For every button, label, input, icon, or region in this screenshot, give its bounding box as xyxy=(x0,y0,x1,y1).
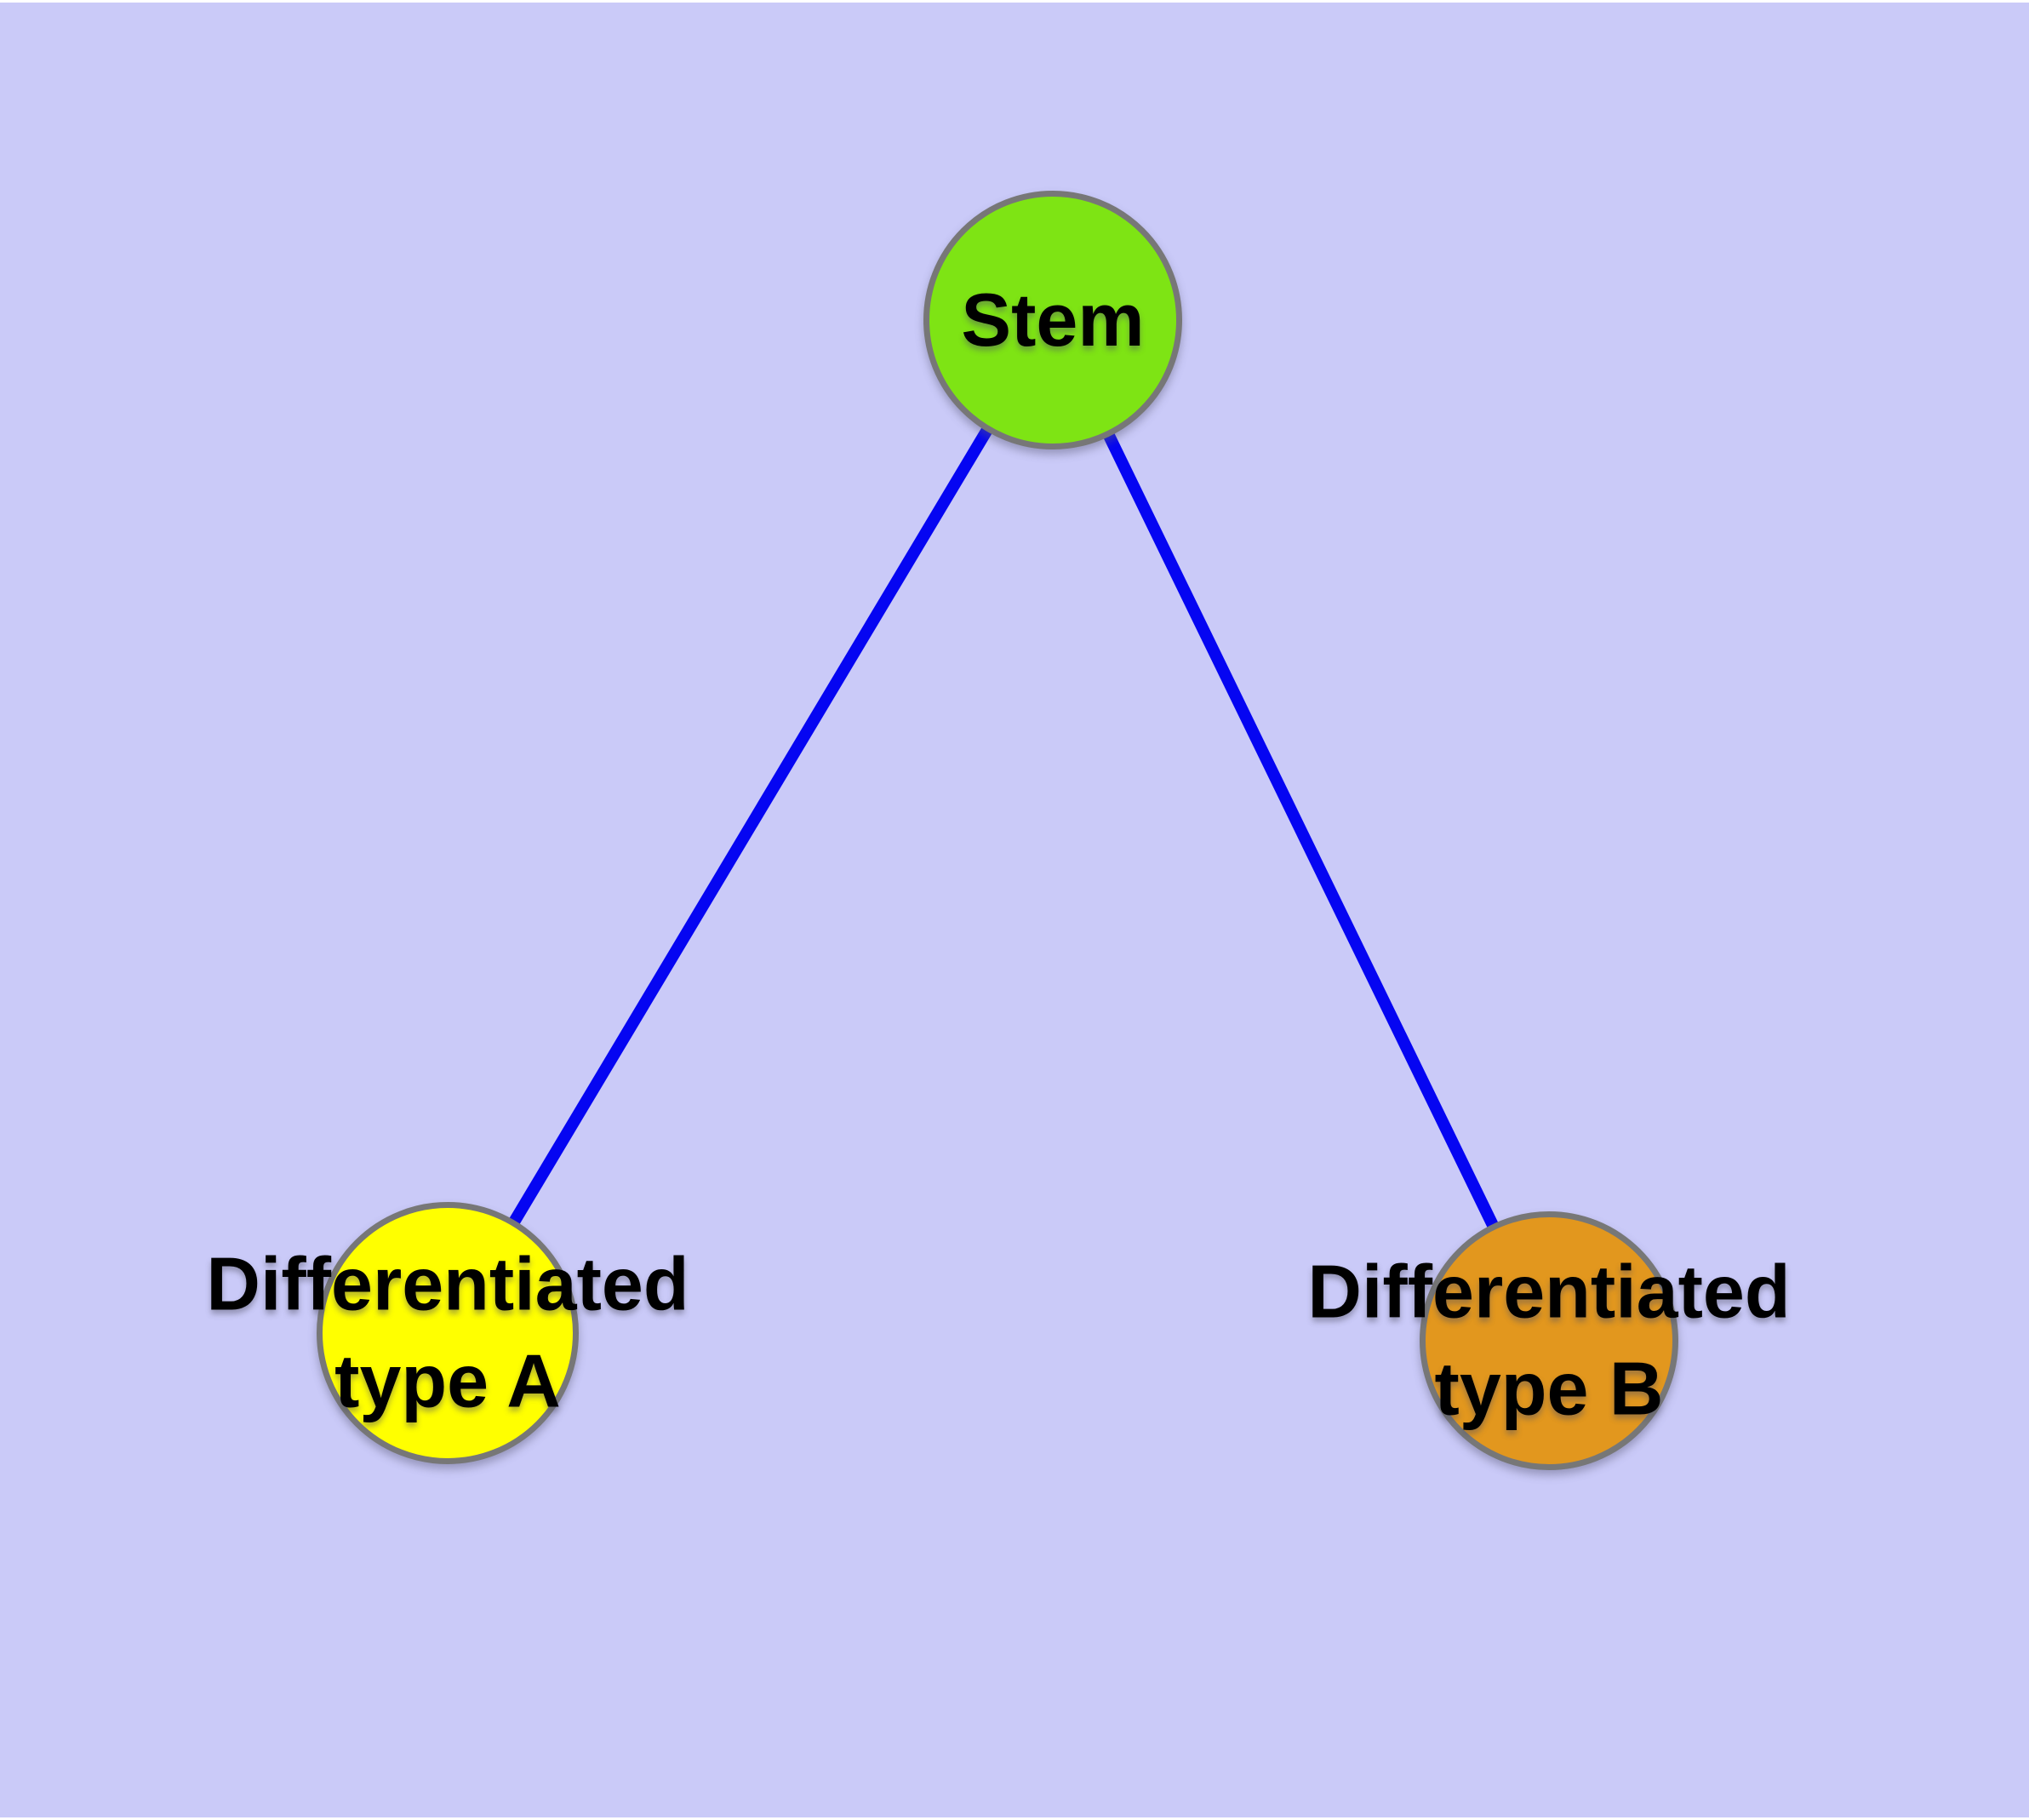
stem-label: Stem xyxy=(961,277,1145,362)
edges-layer xyxy=(442,317,1555,1344)
differentiated-type-b-circle xyxy=(1420,1211,1678,1470)
stem-circle xyxy=(923,191,1182,449)
differentiated-type-b-label: Differentiated type B xyxy=(1307,1249,1791,1431)
diagram-canvas: Stem Differentiated type A Differentiate… xyxy=(0,3,2029,1817)
edge-stem-to-diff-b xyxy=(1047,317,1555,1344)
differentiated-type-a-circle xyxy=(317,1202,579,1464)
edge-stem-to-diff-a xyxy=(442,317,1059,1336)
differentiated-type-a-label: Differentiated type A xyxy=(206,1241,689,1423)
